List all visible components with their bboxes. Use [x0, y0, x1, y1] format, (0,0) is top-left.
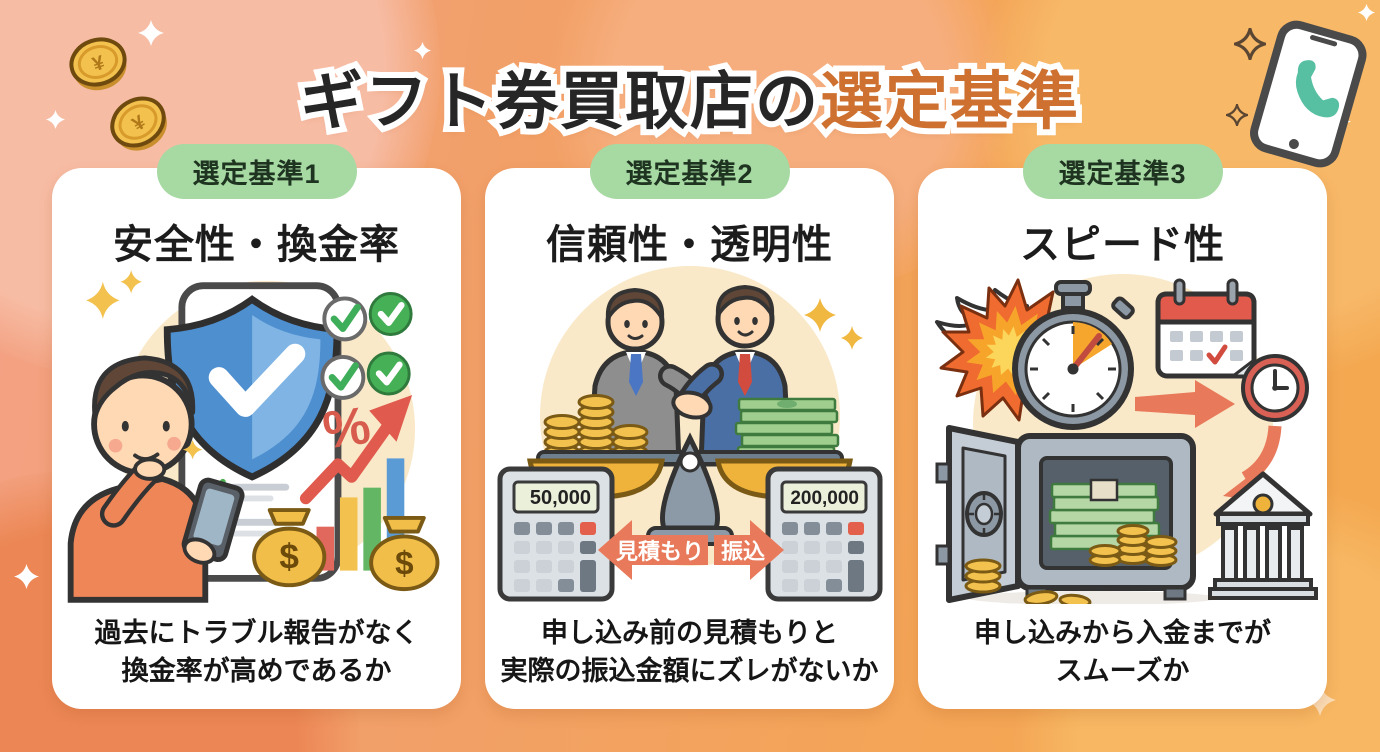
arrow-right-icon	[1134, 380, 1235, 428]
svg-text:振込: 振込	[720, 539, 764, 564]
phone-icon	[1250, 20, 1367, 168]
calculator-icon: 200,000	[765, 466, 882, 602]
shield-icon	[163, 295, 340, 481]
card-2-caption: 申し込み前の見積もりと 実際の振込金額にズレがないか	[500, 618, 879, 687]
balance-scale-icon	[526, 394, 853, 546]
person-illustration	[67, 355, 245, 603]
transfer-arrow: 振込	[713, 520, 784, 580]
card-3-illustration	[918, 264, 1327, 610]
phone-call-decoration	[1235, 11, 1380, 178]
calculator-display: 200,000	[790, 488, 859, 509]
estimate-arrow: 見積もり	[597, 520, 708, 580]
sparkle-icon	[803, 298, 863, 350]
bank-icon	[1207, 471, 1318, 600]
sparkle-icon	[14, 564, 39, 589]
card-speed: 選定基準3 スピード性	[918, 144, 1327, 709]
safe-door	[935, 425, 1021, 603]
card-2-illustration: 50,000 200,000	[485, 264, 894, 610]
title-text: ギフト券買取店の選定基準	[300, 67, 1080, 138]
safe-icon	[935, 425, 1218, 604]
sparkle-icon	[85, 270, 202, 460]
calculator-icon: 50,000	[497, 466, 614, 602]
cash-stack-icon	[734, 397, 839, 460]
svg-text:$: $	[395, 545, 413, 582]
money-bag-icon: $	[368, 515, 439, 592]
stopwatch-icon	[1011, 280, 1135, 430]
card-reliability-transparency: 選定基準2 信頼性・透明性	[485, 144, 894, 709]
badge-criterion-1: 選定基準1	[156, 144, 357, 199]
calculator-display: 50,000	[529, 487, 590, 509]
card-3-caption: 申し込みから入金までが スムーズか	[974, 618, 1271, 687]
sparkle-icon	[1358, 4, 1375, 21]
growth-arrow-icon	[299, 394, 412, 505]
handset-icon	[1295, 60, 1340, 118]
svg-text:$: $	[279, 538, 299, 577]
card-1-title: 安全性・換金率	[113, 223, 400, 267]
svg-text:見積もり: 見積もり	[615, 539, 703, 564]
coins-stack-icon	[1088, 524, 1177, 567]
badge-criterion-3: 選定基準3	[1022, 144, 1223, 199]
home-button-icon	[1288, 139, 1299, 150]
check-circle-icon	[319, 292, 413, 400]
card-safety-exchange-rate: 選定基準1 安全性・換金率	[52, 144, 461, 709]
calendar-icon	[1155, 278, 1256, 379]
clock-icon	[1240, 354, 1309, 422]
title-accent: 選定基準	[820, 67, 1080, 138]
card-1-caption: 過去にトラブル報告がなく 換金率が高めであるか	[94, 618, 419, 687]
card-2-title: 信頼性・透明性	[546, 223, 833, 267]
criteria-cards: 選定基準1 安全性・換金率	[52, 144, 1327, 709]
card-1-illustration: %	[52, 264, 461, 610]
card-3-title: スピード性	[1020, 223, 1225, 267]
coins-stack-icon	[964, 558, 1091, 604]
badge-criterion-2: 選定基準2	[589, 144, 790, 199]
sparkle-icon	[414, 42, 431, 59]
page-title: ギフト券買取店の選定基準 ギフト券買取店の選定基準	[0, 62, 1380, 143]
sparkle-icon	[138, 20, 164, 46]
money-bag-icon: $	[251, 508, 326, 588]
title-outline: ギフト券買取店の選定基準	[294, 62, 1084, 143]
